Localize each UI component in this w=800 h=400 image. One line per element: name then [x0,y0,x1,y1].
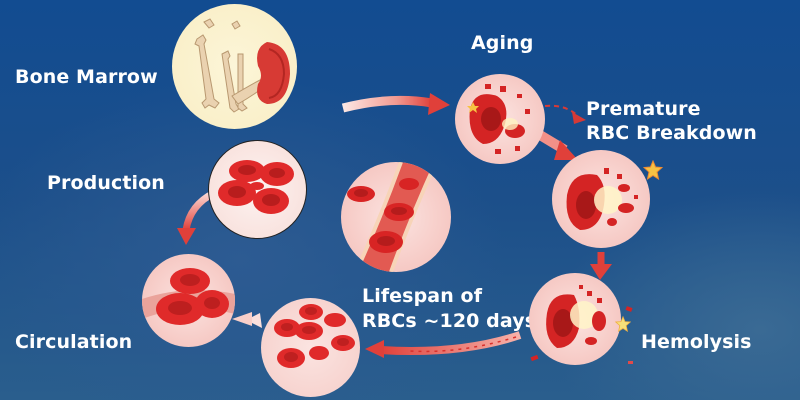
damaged-rbc-icon [467,84,530,154]
arrow-breakdown-to-hemolysis [590,252,612,280]
label-lifespan-line1: Lifespan of [362,285,483,307]
fragment [625,306,633,312]
label-circulation: Circulation [15,331,133,353]
arrow-hemolysis-to-cells [365,331,522,358]
bone-kidney-icon [194,18,290,113]
label-premature-line2: RBC Breakdown [586,122,757,144]
circulating-cells-circle [261,298,360,397]
aging-circle [455,74,545,164]
label-lifespan-line2: RBCs ~120 days [362,310,537,332]
arrow-aging-to-premature-dashed [544,104,586,124]
blood-vessel-circle [341,162,451,272]
label-production: Production [47,172,165,194]
star-icon [643,160,663,180]
circulation-circle [142,254,235,347]
label-aging: Aging [471,32,534,54]
label-premature-breakdown: Premature RBC Breakdown [586,97,757,145]
rbc-breakdown-icon [566,168,638,230]
arrow-marrow-to-aging [341,93,450,115]
fragment [628,361,633,364]
label-premature-line1: Premature [586,98,701,120]
blood-vessel-icon [347,162,438,272]
label-lifespan: Lifespan of RBCs ~120 days [362,284,536,334]
arrow-cells-to-circulation [232,312,262,328]
bone-marrow-circle [172,4,297,129]
rbc-in-vessel-icon [142,268,235,325]
rbc-cluster-icon [218,160,294,214]
label-hemolysis: Hemolysis [641,331,752,353]
premature-breakdown-circle [552,150,650,248]
label-bone-marrow: Bone Marrow [15,66,158,88]
star-icon [615,316,631,332]
rbc-hemolysis-icon [546,285,606,348]
production-circle [208,140,307,239]
hemolysis-circle [529,273,621,365]
scattered-rbc-icon [274,304,355,368]
